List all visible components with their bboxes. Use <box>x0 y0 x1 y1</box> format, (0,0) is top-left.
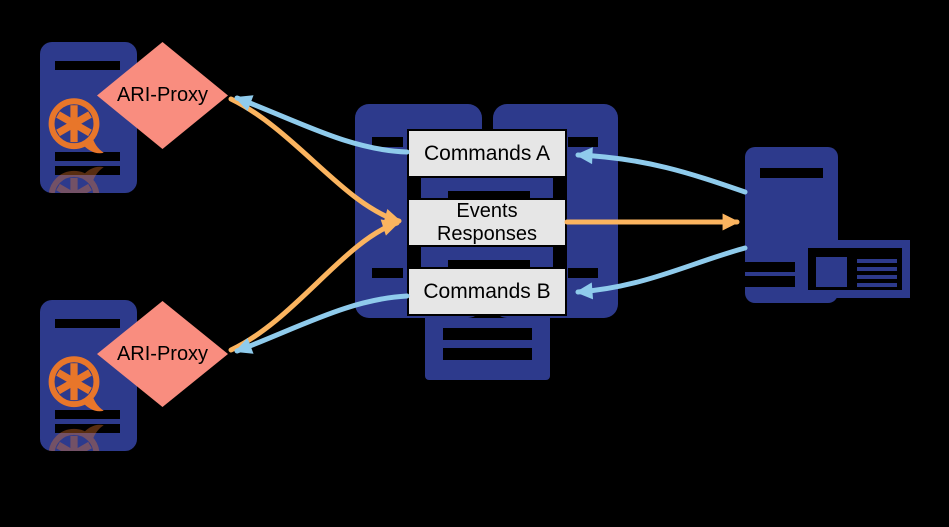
asterisk-logo-icon <box>48 98 104 154</box>
card-text-line <box>857 267 897 271</box>
drive-slot <box>745 276 795 287</box>
arrow-client-to-commands-b <box>575 245 748 300</box>
asterisk-server-bottom <box>40 300 137 451</box>
topic-label-line1: Events <box>456 199 518 222</box>
vent-stripe <box>443 348 532 360</box>
broker-slot-strip <box>448 191 530 198</box>
broker-base-unit <box>425 318 550 380</box>
asterisk-logo-reflection-icon <box>48 424 104 451</box>
vent-stripe <box>443 328 532 340</box>
vent-stripe <box>55 152 120 161</box>
vent-stripe <box>55 166 120 175</box>
broker-post <box>553 247 567 267</box>
broker-post <box>407 178 421 198</box>
vent-stripe <box>55 424 120 433</box>
asterisk-logo-reflection-icon <box>48 166 104 193</box>
client-display-card <box>800 240 910 298</box>
asterisk-logo-icon <box>48 356 104 412</box>
topic-label-line2: Responses <box>436 222 538 245</box>
arrow-proxy-bottom-to-events <box>228 219 400 353</box>
card-text-line <box>857 259 897 263</box>
vent-stripe <box>55 319 120 328</box>
vent-stripe <box>55 410 120 419</box>
topic-label: Commands B <box>423 280 551 303</box>
broker-slot-strip <box>448 260 530 267</box>
asterisk-server-top <box>40 42 137 193</box>
ari-proxy-label: ARI-Proxy <box>116 84 209 106</box>
broker-vent-stripe <box>372 268 403 278</box>
arrow-proxy-top-to-events <box>228 96 402 226</box>
vent-stripe <box>55 61 120 70</box>
topic-label: Commands A <box>423 142 551 165</box>
broker-vent-stripe <box>372 137 403 147</box>
ari-proxy-label: ARI-Proxy <box>116 342 209 365</box>
topic-box-commands-a: Commands A <box>407 129 567 178</box>
arrow-client-to-commands-a <box>575 147 748 195</box>
card-text-line <box>857 283 897 287</box>
broker-post <box>553 178 567 198</box>
broker-vent-stripe <box>568 137 598 147</box>
topic-box-commands-b: Commands B <box>407 267 567 316</box>
broker-post <box>407 247 421 267</box>
vent-stripe <box>760 168 823 178</box>
arrow-commands-a-to-proxy-top <box>234 95 410 155</box>
card-text-line <box>857 275 897 279</box>
drive-slot <box>745 262 795 272</box>
broker-vent-stripe <box>568 268 598 278</box>
topic-box-events-responses: Events Responses <box>407 198 567 247</box>
arrow-commands-b-to-proxy-bottom <box>234 293 410 354</box>
card-image-block <box>816 257 847 287</box>
